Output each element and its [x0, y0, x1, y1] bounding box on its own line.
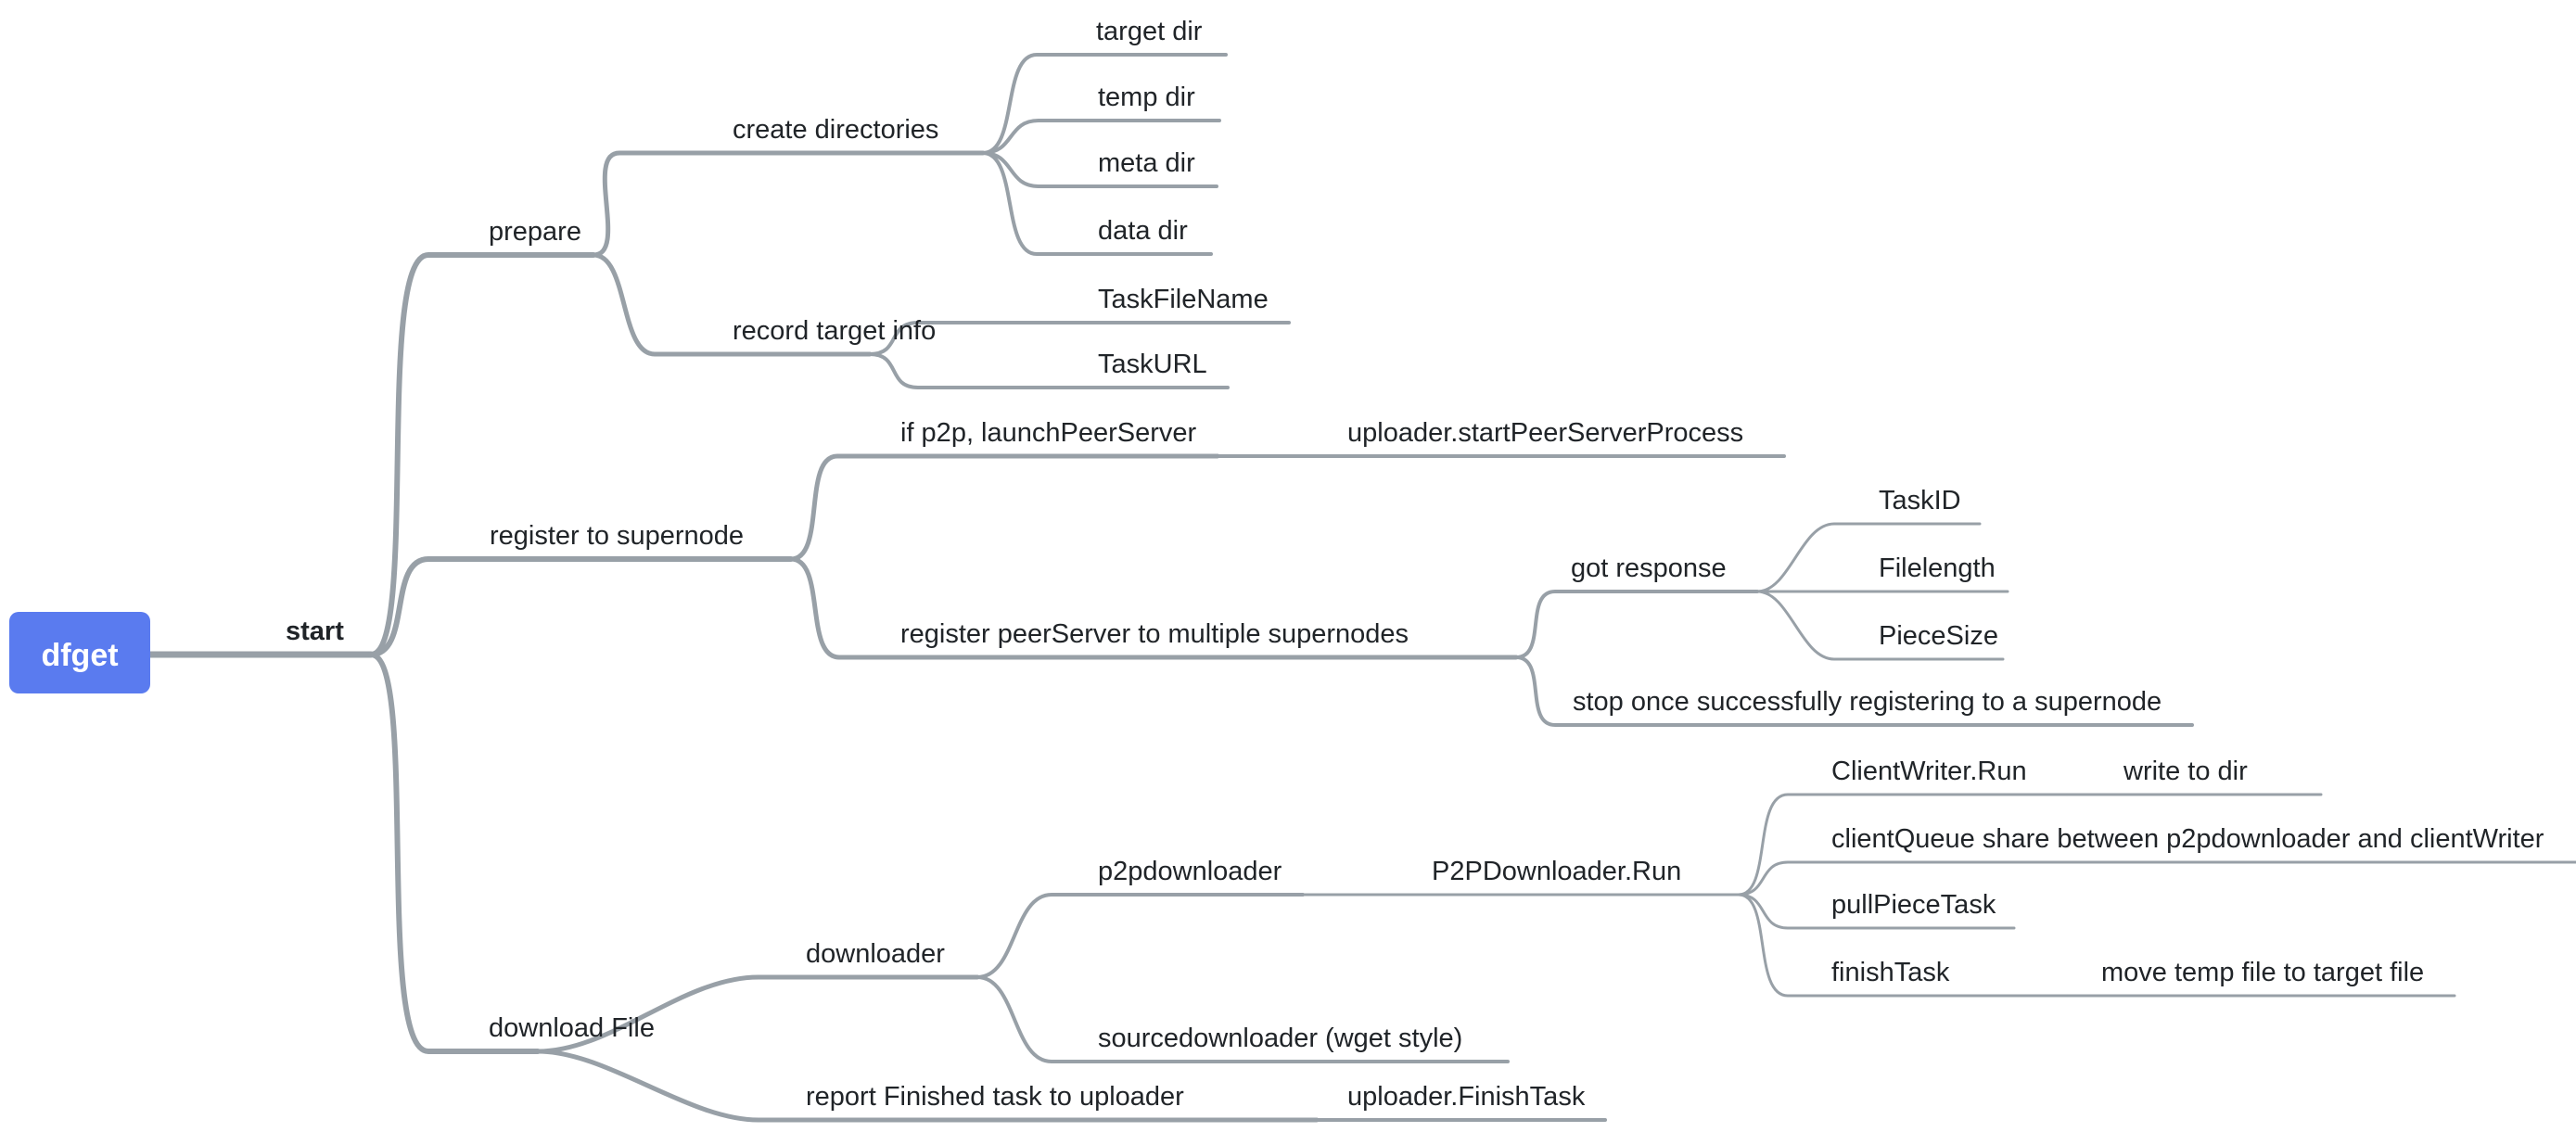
node-label-data-dir[interactable]: data dir — [1098, 216, 1188, 246]
edge-downloader-p2pdownloader — [976, 893, 1305, 979]
edge-prepare-create-directories — [591, 150, 986, 258]
edge-download-file-report-finished — [535, 1049, 1320, 1123]
edge-got-response-taskid — [1755, 522, 1982, 593]
node-label-got-response[interactable]: got response — [1571, 553, 1727, 583]
node-label-sourcedownloader[interactable]: sourcedownloader (wget style) — [1098, 1024, 1462, 1053]
edge-start-download-file — [368, 652, 541, 1054]
node-label-filelength[interactable]: Filelength — [1879, 553, 1996, 583]
node-label-prepare[interactable]: prepare — [489, 217, 581, 247]
node-label-piecesize[interactable]: PieceSize — [1879, 621, 1998, 651]
node-label-move-temp-file[interactable]: move temp file to target file — [2101, 958, 2424, 987]
edge-prepare-record-target-info — [591, 252, 873, 357]
node-label-record-target-info[interactable]: record target info — [733, 316, 936, 346]
node-label-stop-once-registered[interactable]: stop once successfully registering to a … — [1573, 687, 2162, 717]
edge-record-target-info-taskfilename — [868, 321, 1291, 356]
edge-p2pdownloader-run-finishtask — [1737, 893, 2070, 998]
node-label-download-file[interactable]: download File — [489, 1013, 655, 1043]
node-label-create-directories[interactable]: create directories — [733, 115, 938, 145]
node-label-target-dir[interactable]: target dir — [1096, 17, 1203, 46]
edge-p2pdownloader-run-clientwriter-run — [1737, 793, 2070, 897]
node-label-taskid[interactable]: TaskID — [1879, 486, 1961, 515]
node-label-pullpiecetask[interactable]: pullPieceTask — [1831, 890, 1996, 920]
node-label-taskfilename[interactable]: TaskFileName — [1098, 285, 1269, 314]
edge-record-target-info-taskurl — [868, 352, 1230, 389]
node-label-uploader-startpeerserverprocess[interactable]: uploader.startPeerServerProcess — [1347, 418, 1743, 448]
node-label-downloader[interactable]: downloader — [806, 939, 945, 969]
edge-downloader-sourcedownloader — [976, 975, 1510, 1063]
edge-start-register-to-supernode — [368, 556, 794, 657]
node-label-temp-dir[interactable]: temp dir — [1098, 83, 1195, 112]
node-label-p2pdownloader-run[interactable]: P2PDownloader.Run — [1432, 857, 1681, 886]
node-label-uploader-finishtask[interactable]: uploader.FinishTask — [1347, 1082, 1586, 1112]
edge-start-prepare — [368, 252, 596, 657]
node-label-write-to-dir[interactable]: write to dir — [2123, 757, 2248, 786]
edge-download-file-downloader — [535, 974, 980, 1054]
node-dfget-root[interactable]: dfget — [9, 612, 150, 693]
node-label-taskurl[interactable]: TaskURL — [1098, 350, 1207, 379]
edge-register-peerserver-stop-once — [1514, 655, 2194, 727]
node-label-clientwriter-run[interactable]: ClientWriter.Run — [1831, 757, 2027, 786]
edge-create-directories-data-dir — [981, 151, 1213, 256]
edge-create-directories-temp-dir — [981, 119, 1221, 155]
node-label-meta-dir[interactable]: meta dir — [1098, 148, 1195, 178]
node-label-dfget[interactable]: dfget — [41, 638, 118, 673]
edge-register-register-peerserver — [788, 556, 1519, 660]
node-label-register-peerserver[interactable]: register peerServer to multiple supernod… — [900, 619, 1409, 649]
edge-got-response-piecesize — [1755, 590, 2005, 661]
node-label-p2pdownloader[interactable]: p2pdownloader — [1098, 857, 1282, 886]
node-label-report-finished-task[interactable]: report Finished task to uploader — [806, 1082, 1184, 1112]
node-label-if-p2p-launchpeerserver[interactable]: if p2p, launchPeerServer — [900, 418, 1197, 448]
node-label-register-to-supernode[interactable]: register to supernode — [490, 521, 744, 551]
root-node-box[interactable] — [9, 612, 150, 693]
node-label-finishtask[interactable]: finishTask — [1831, 958, 1950, 987]
edge-register-ifp2p-launchpeerserver — [788, 453, 1220, 562]
edge-register-peerserver-got-response — [1514, 590, 1759, 659]
node-label-start[interactable]: start — [286, 617, 344, 646]
edge-p2pdownloader-run-clientqueue — [1737, 860, 2576, 897]
edge-p2pdownloader-run-pullpiecetask — [1737, 893, 2016, 930]
node-label-clientqueue-share[interactable]: clientQueue share between p2pdownloader … — [1831, 824, 2544, 854]
edge-create-directories-target-dir — [981, 53, 1228, 155]
